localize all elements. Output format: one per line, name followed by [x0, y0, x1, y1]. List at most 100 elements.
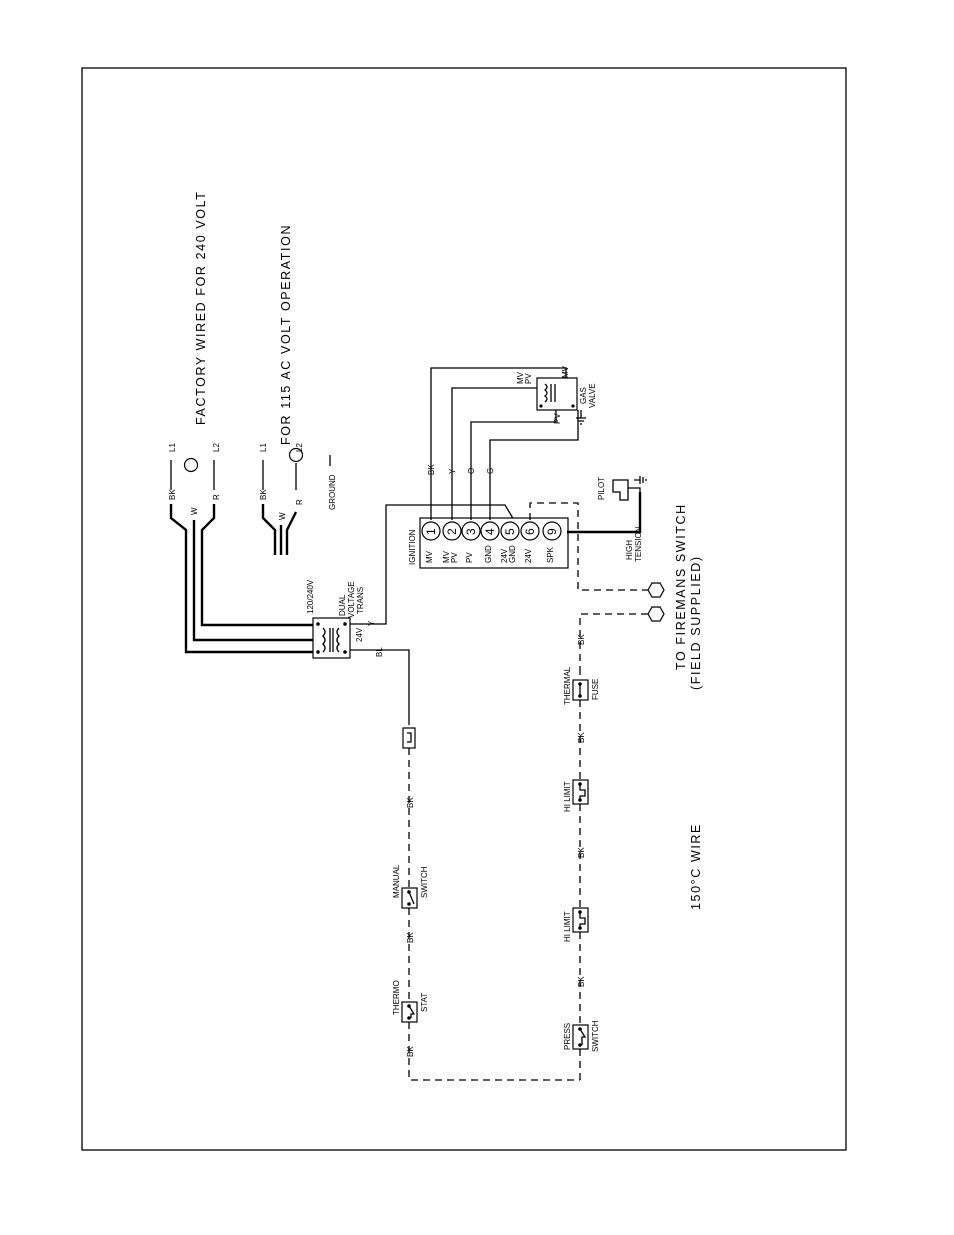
ignition-terminal-number: 1 [424, 528, 438, 535]
svg-text:L2: L2 [295, 443, 304, 452]
svg-text:L1: L1 [168, 443, 177, 452]
svg-text:BK: BK [406, 1046, 415, 1057]
svg-text:R: R [295, 499, 304, 505]
dual-voltage-transformer: 120/240V DUAL VOLTAGE TRANS 24V Y BL [306, 504, 515, 749]
svg-text:TRANS: TRANS [356, 587, 365, 614]
pressure-switch-icon [579, 1028, 587, 1045]
note-wire-rating: 150°C WIRE [689, 823, 703, 910]
connector-hex-icon [647, 606, 665, 622]
hi-limit-switch-icon [579, 784, 586, 800]
manual-switch-icon [408, 891, 415, 905]
note-115v-operation: FOR 115 AC VOLT OPERATION [279, 224, 293, 445]
ignition-terminal-label: GND [508, 545, 517, 563]
svg-text:BL: BL [375, 647, 384, 657]
svg-text:PV: PV [553, 413, 562, 424]
note-factory-wired: FACTORY WIRED FOR 240 VOLT [194, 191, 208, 425]
ignition-terminal-label: PV [450, 552, 459, 563]
svg-text:BK: BK [577, 732, 586, 743]
ignition-terminal-label: MV [425, 550, 434, 563]
pilot: PILOT [597, 476, 647, 501]
ignition-terminal-label: MV [442, 550, 451, 563]
wire-connector-icon [402, 727, 416, 749]
terminal-circle-icon [183, 457, 199, 473]
ignition-terminal-3 [461, 521, 481, 541]
svg-text:120/240V: 120/240V [306, 579, 315, 614]
ignition-terminal-number: 3 [464, 528, 478, 535]
svg-text:SWITCH: SWITCH [420, 866, 429, 898]
svg-text:DUAL: DUAL [338, 594, 347, 616]
svg-text:BK: BK [259, 489, 268, 500]
ground-icon [576, 410, 586, 425]
svg-text:BK: BK [406, 797, 415, 808]
svg-text:PV: PV [524, 373, 533, 384]
svg-text:PILOT: PILOT [597, 477, 606, 500]
svg-text:BK: BK [427, 464, 436, 475]
terminal-circle-icon [288, 447, 304, 463]
svg-text:Y: Y [367, 620, 376, 626]
svg-text:GROUND: GROUND [328, 474, 337, 510]
svg-text:IGNITION: IGNITION [408, 529, 417, 565]
ignition-terminal-9 [542, 521, 562, 541]
ignition-terminal-4 [480, 521, 500, 541]
hi-limit-switch-icon [579, 912, 586, 928]
svg-text:GAS: GAS [579, 387, 588, 404]
svg-text:THERMO: THERMO [392, 980, 401, 1015]
svg-text:HI LIMIT: HI LIMIT [563, 781, 572, 812]
svg-text:BK: BK [406, 932, 415, 943]
ignition-terminal-label: 24V [500, 548, 509, 563]
supply-115v: BK L1 W R L2 GROUND [259, 443, 337, 555]
pilot-burner-icon [612, 479, 641, 501]
svg-text:L2: L2 [212, 443, 221, 452]
svg-text:VOLTAGE: VOLTAGE [347, 581, 356, 618]
svg-text:W: W [190, 507, 199, 515]
ignition-terminal-number: 5 [503, 528, 517, 535]
firemans-switch-leads [529, 502, 665, 668]
note-firemans-switch: TO FIREMANS SWITCH [674, 503, 688, 670]
ground-icon [634, 476, 647, 484]
thermostat-icon [408, 1005, 416, 1018]
svg-text:TENSION: TENSION [634, 526, 643, 562]
svg-text:L1: L1 [259, 443, 268, 452]
svg-text:HI LIMIT: HI LIMIT [563, 911, 572, 942]
connector-hex-icon [647, 582, 665, 598]
ignition-terminal-label: 24V [524, 548, 533, 563]
svg-text:MANUAL: MANUAL [392, 864, 401, 898]
valve-coil-icon [543, 383, 556, 403]
svg-text:W: W [278, 512, 287, 520]
svg-text:PRESS: PRESS [563, 1023, 572, 1050]
transformer-coil-icon [322, 627, 340, 653]
svg-text:MV: MV [561, 365, 570, 378]
svg-text:BK: BK [577, 976, 586, 987]
ignition-terminal-5 [500, 521, 520, 541]
svg-text:BK: BK [577, 634, 586, 645]
svg-text:FUSE: FUSE [591, 679, 600, 700]
svg-text:Y: Y [448, 468, 457, 474]
svg-text:G: G [486, 468, 495, 474]
ignition-terminal-label: SPK [546, 546, 555, 563]
ignition-terminal-number: 6 [523, 528, 537, 535]
right-safety-circuit: BK THERMAL FUSE BK HI LIMIT BK HI LIMIT … [563, 634, 600, 1080]
svg-text:VALVE: VALVE [588, 383, 597, 408]
svg-text:O: O [467, 468, 476, 474]
svg-text:SWITCH: SWITCH [591, 1020, 600, 1052]
ignition-terminal-label: PV [465, 552, 474, 563]
svg-text:STAT: STAT [420, 993, 429, 1012]
ignition-terminal-1 [421, 521, 441, 541]
svg-text:24V: 24V [355, 627, 364, 642]
diagram-frame [81, 67, 847, 1151]
ignition-terminal-label: GND [484, 545, 493, 563]
ignition-terminal-2 [442, 521, 462, 541]
ignition-terminal-number: 2 [445, 528, 459, 535]
svg-text:R: R [212, 494, 221, 500]
gas-valve: MV PV MV PV GAS VALVE [516, 365, 597, 425]
ignition-terminal-number: 4 [483, 528, 497, 535]
svg-text:HIGH: HIGH [625, 540, 634, 560]
ignition-terminal-6 [520, 521, 540, 541]
svg-text:BK: BK [577, 847, 586, 858]
ignition-terminal-number: 9 [545, 528, 559, 535]
note-field-supplied: (FIELD SUPPLIED) [689, 555, 703, 690]
left-control-circuit: BK MANUAL SWITCH BK THERMO STAT BK [392, 748, 580, 1081]
svg-text:BK: BK [168, 489, 177, 500]
